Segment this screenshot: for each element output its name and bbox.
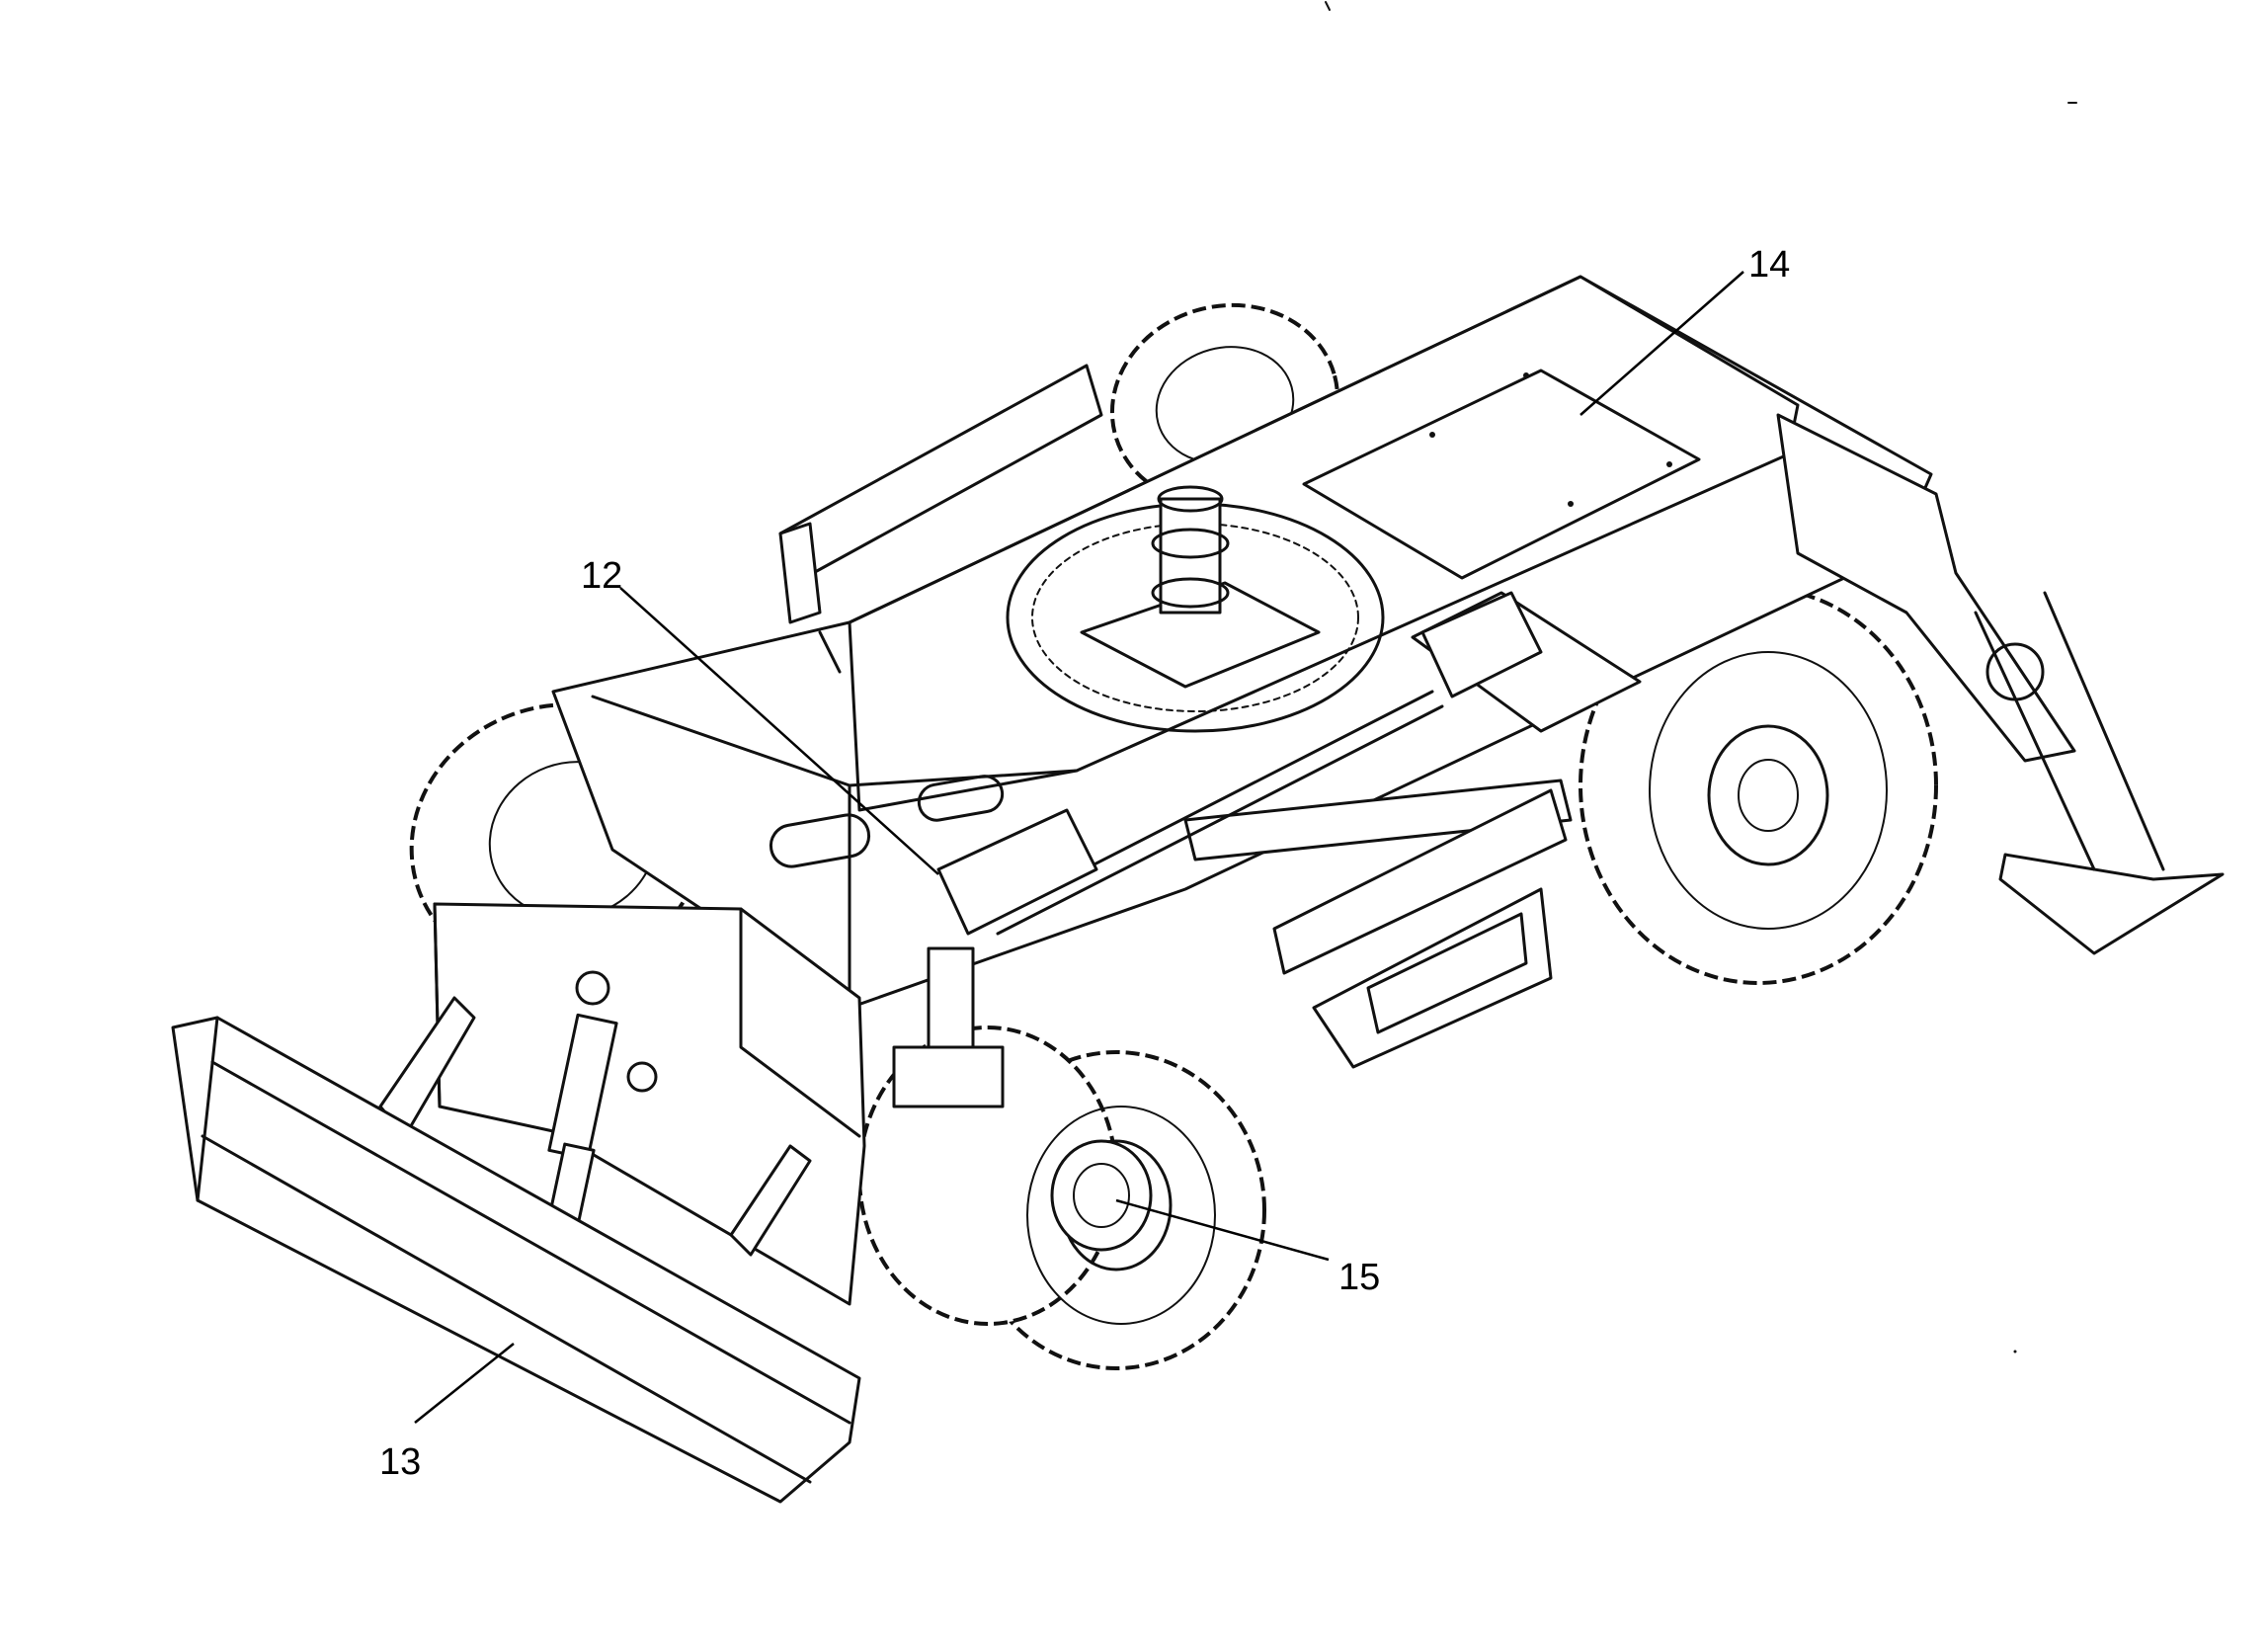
callout-12: 12 xyxy=(581,555,622,597)
cover-plate xyxy=(1302,369,1701,580)
callout-15: 15 xyxy=(1338,1257,1380,1298)
callout-13: 13 xyxy=(379,1441,421,1483)
leader-13 xyxy=(414,1343,515,1424)
rear-outrigger xyxy=(1776,413,2225,955)
leader-14 xyxy=(1580,271,1744,416)
callout-leaders xyxy=(414,271,1744,1424)
side-step-right xyxy=(1272,788,1568,1069)
steering-cylinder xyxy=(892,946,1005,1108)
side-step-left-rear xyxy=(778,364,1103,674)
drive-shaft xyxy=(936,591,1543,936)
callout-14: 14 xyxy=(1748,244,1790,286)
scan-specks xyxy=(1325,1,2077,1354)
leader-12 xyxy=(619,587,939,875)
rear-right-tire xyxy=(1579,586,1938,985)
slewing-ring xyxy=(1006,485,1385,733)
leader-15 xyxy=(1115,1198,1330,1262)
dozer-blade xyxy=(171,1016,861,1504)
wheel-hub-front xyxy=(1050,1139,1153,1252)
